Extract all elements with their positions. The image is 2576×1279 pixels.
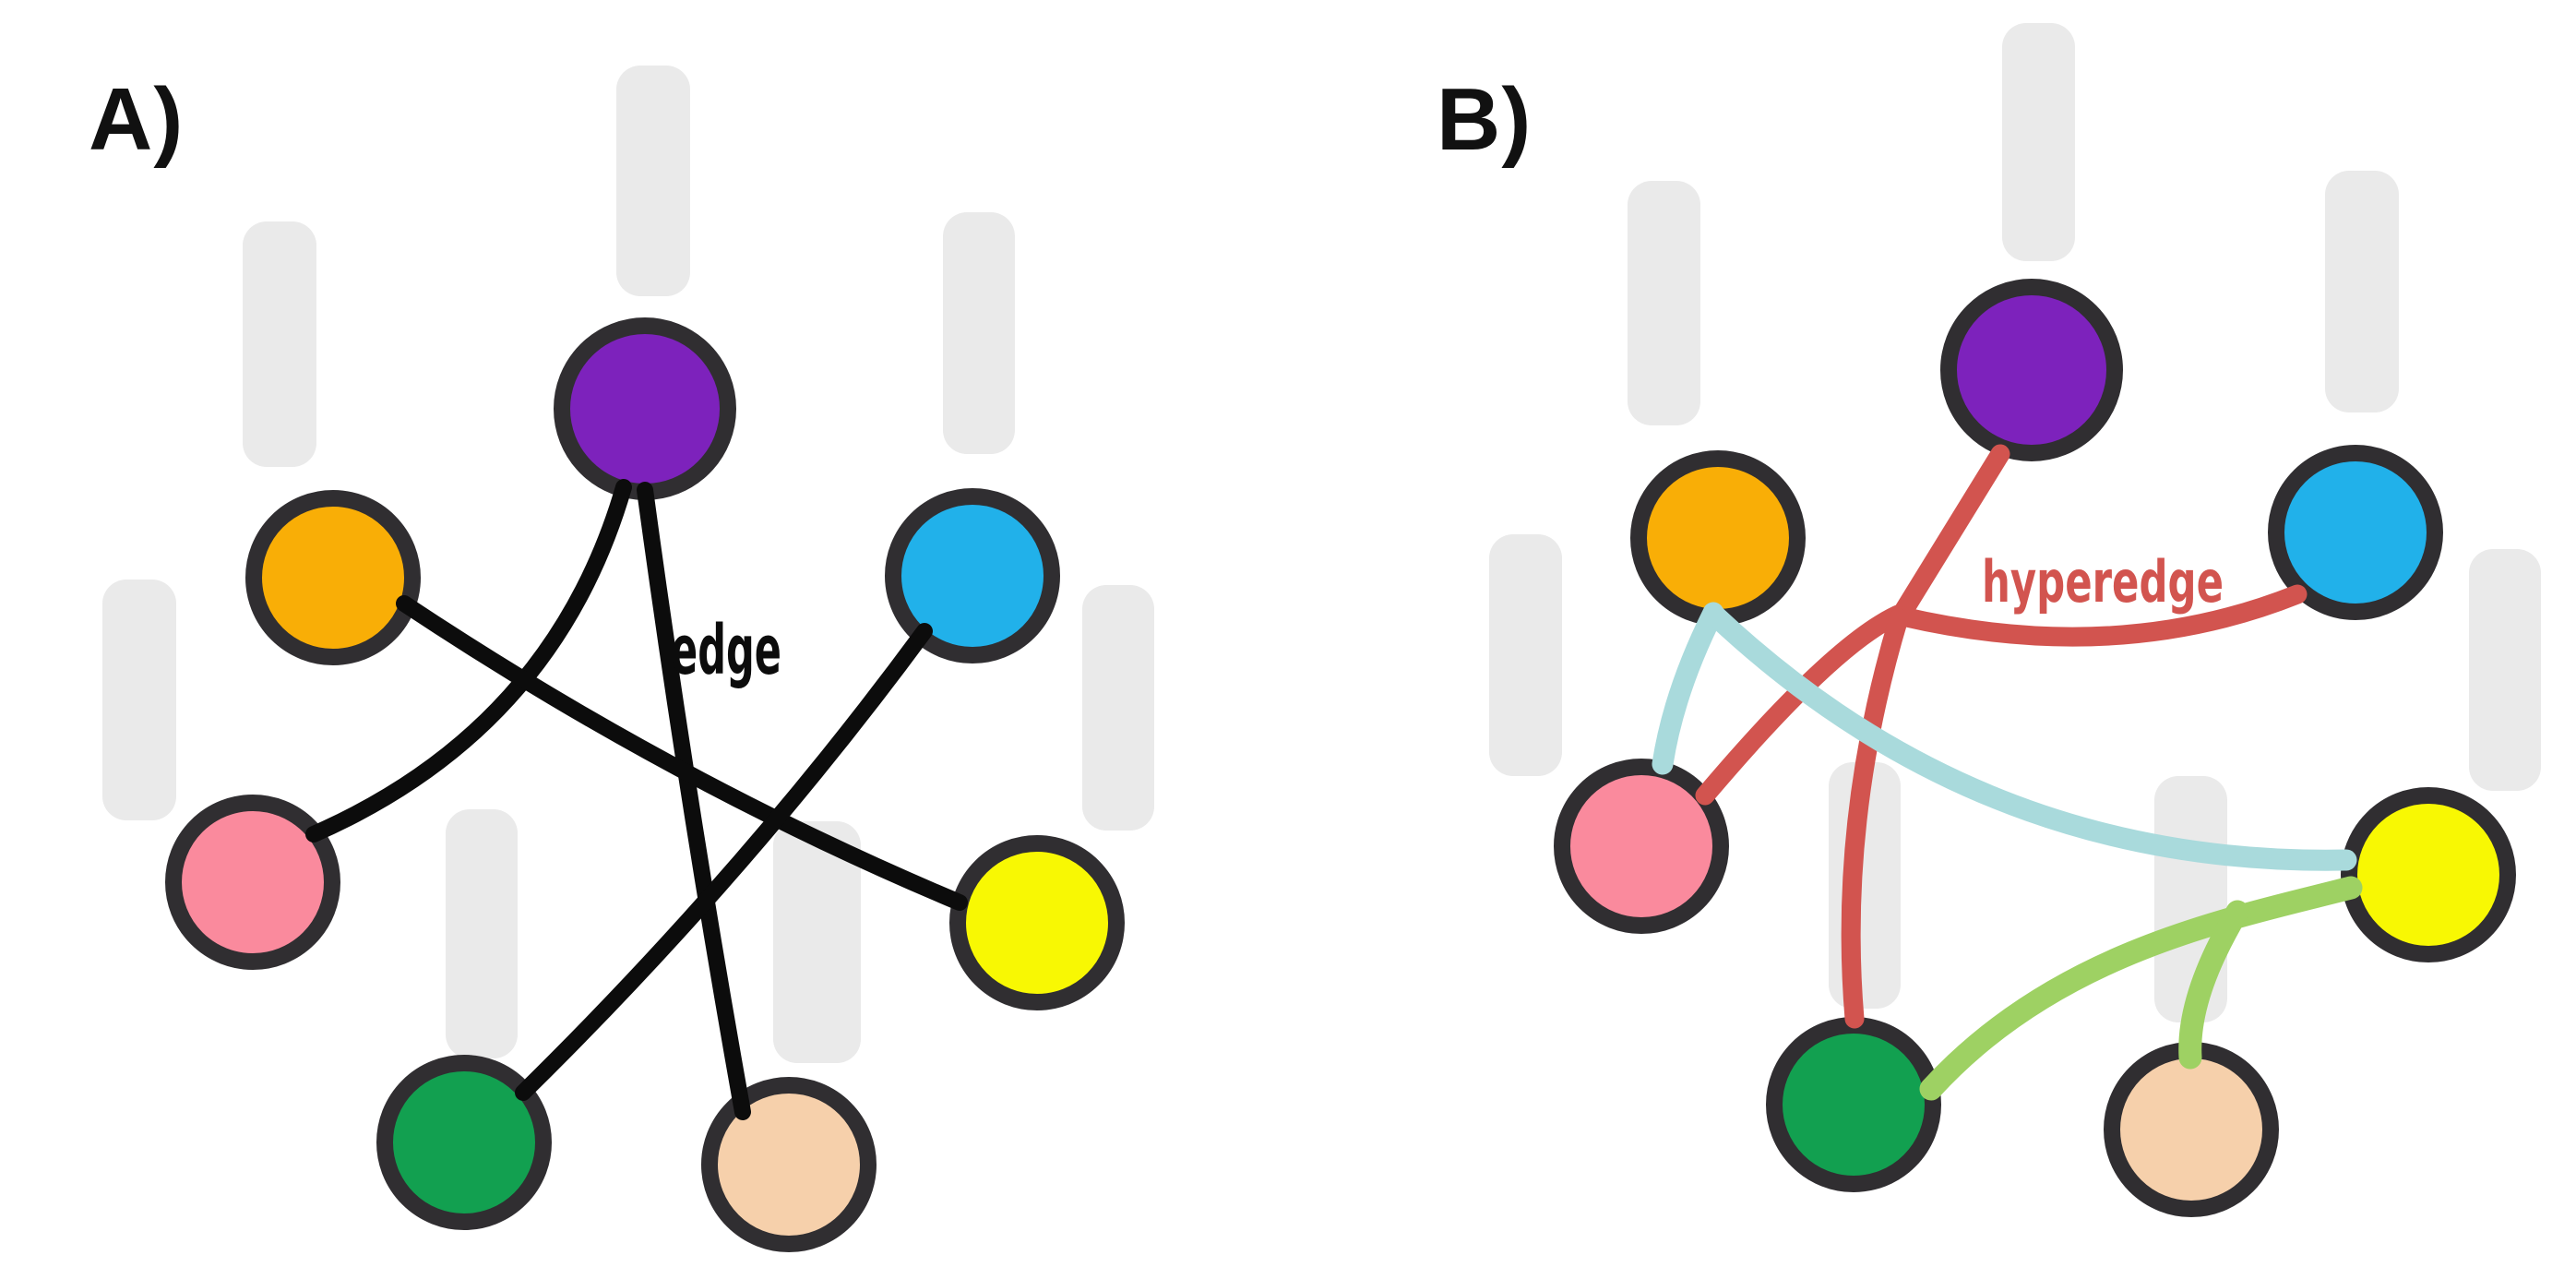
panel-B: hyperedge B) [1437,23,2541,1217]
edge-purple-peach-stroke [637,482,751,1120]
node-b-peach [2104,1042,2279,1217]
node-a-orange [245,490,421,665]
background-bar [773,821,861,1063]
background-bar [1082,585,1154,831]
background-bar [446,809,518,1058]
node-a-blue [885,488,1060,663]
hyperedge-label: hyperedge [1982,548,2224,616]
hyperedge-lime-stroke [2178,900,2249,1070]
edge-blue-green-stroke [515,623,933,1101]
background-bar [943,212,1015,454]
edge-label: edge [671,611,781,690]
node-a-pink [165,795,340,970]
node-b-purple [1940,279,2123,461]
hyperedge-lime-stroke [1919,876,2363,1101]
background-bar [2469,549,2541,791]
background-bar [2325,171,2399,412]
background-bar [2002,23,2075,261]
hyperedge-teal-stroke [1652,602,1724,775]
edge-purple-peach [637,482,751,1120]
panel-A: edge A) [89,66,1154,1252]
panel-label-B: B) [1437,70,1532,169]
hyperedge-teal-stroke [1705,605,2357,871]
edge-blue-green [515,623,933,1101]
edge-purple-pink-stroke [305,479,632,843]
node-b-orange [1630,450,1806,626]
node-b-green [1766,1017,1941,1192]
hyperedge-red [1695,444,2308,1029]
background-bar [616,66,690,296]
node-a-peach [701,1077,877,1252]
node-a-green [376,1055,552,1230]
background-bar [102,580,176,820]
background-bar [243,221,316,467]
hyperedge-teal [1652,602,2357,871]
background-bar [1489,534,1562,776]
node-b-yellow [2341,787,2516,962]
node-b-blue [2268,445,2443,620]
edge-orange-yellow-stroke [396,595,968,911]
edge-orange-yellow [396,595,968,911]
hyperedge-red-stroke [1892,584,2308,647]
background-bar [1628,181,1700,425]
node-a-yellow [949,835,1125,1010]
node-b-pink [1554,759,1729,934]
edge-purple-pink [305,479,632,843]
node-a-purple [554,317,736,500]
hyperedge-red-stroke [1841,608,1909,1029]
hyperedge-lime [1919,876,2363,1101]
panel-label-A: A) [89,70,184,169]
